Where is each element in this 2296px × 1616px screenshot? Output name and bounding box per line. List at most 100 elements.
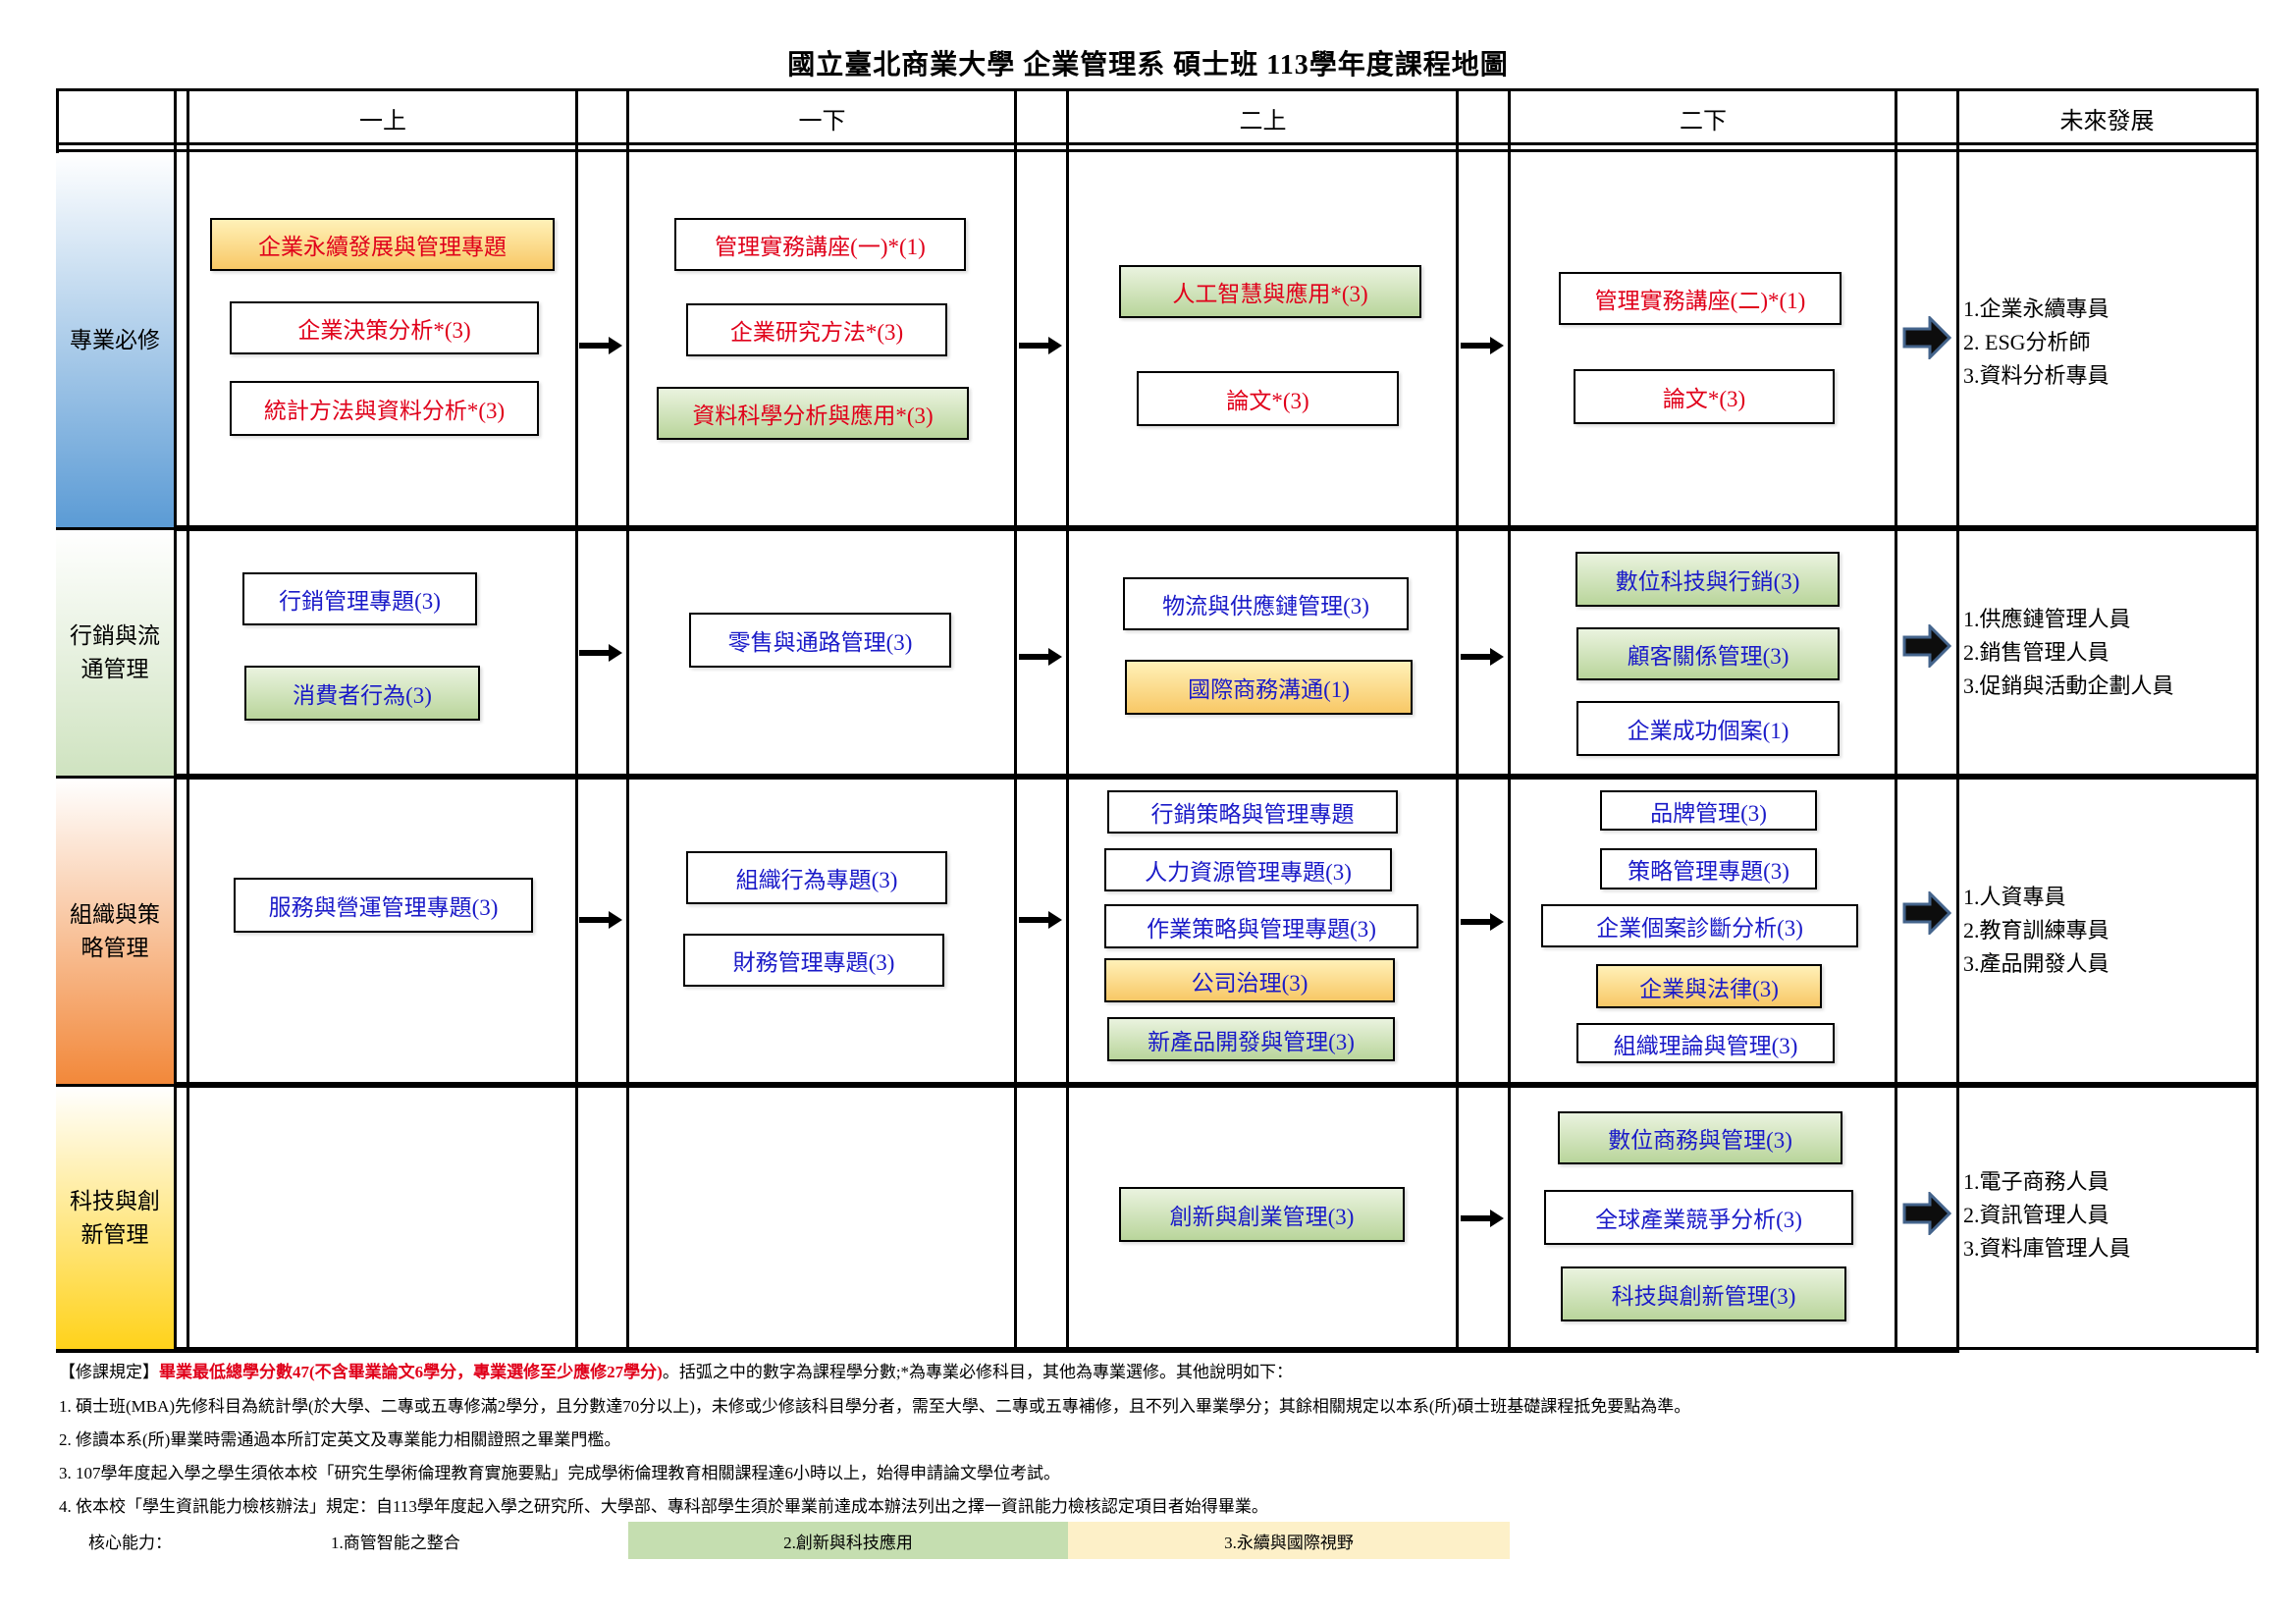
course-box: 管理實務講座(一)*(1) xyxy=(674,218,966,271)
course-box: 人工智慧與應用*(3) xyxy=(1119,265,1421,318)
note-item: 4. 依本校「學生資訊能力檢核辦法」規定：自113學年度起入學之研究所、大學部、… xyxy=(59,1497,1268,1516)
arrow-right-icon xyxy=(1461,1210,1504,1227)
course-box: 品牌管理(3) xyxy=(1600,790,1817,831)
career-arrow-icon xyxy=(1902,891,1951,935)
course-box: 公司治理(3) xyxy=(1104,958,1395,1002)
course-box: 論文*(3) xyxy=(1574,369,1835,424)
grid-line xyxy=(1956,88,1959,1353)
course-box: 科技與創新管理(3) xyxy=(1561,1266,1846,1321)
career-item: 2.教育訓練專員 xyxy=(1963,918,2109,943)
course-box: 企業決策分析*(3) xyxy=(230,301,539,354)
grid-line xyxy=(56,88,2259,91)
column-header-year2-fall: 二上 xyxy=(1239,108,1287,135)
grid-line xyxy=(1456,88,1459,1353)
arrow-right-icon xyxy=(1019,337,1062,354)
arrow-right-icon xyxy=(1461,648,1504,666)
career-item: 1.電子商務人員 xyxy=(1963,1169,2109,1194)
column-header-future: 未來發展 xyxy=(2059,108,2155,135)
note-item: 3. 107學年度起入學之學生須依本校「研究生學術倫理教育實施要點」完成學術倫理… xyxy=(59,1464,1060,1482)
arrow-right-icon xyxy=(579,644,622,662)
career-list: 1.企業永續專員 2. ESG分析師 3.資料分析專員 xyxy=(1963,293,2109,393)
career-item: 3.產品開發人員 xyxy=(1963,951,2109,976)
course-box: 企業成功個案(1) xyxy=(1576,701,1840,756)
grid-line xyxy=(56,774,2259,780)
page-title: 國立臺北商業大學 企業管理系 碩士班 113學年度課程地圖 xyxy=(787,50,1509,81)
grid-line xyxy=(56,149,2259,152)
course-box: 物流與供應鏈管理(3) xyxy=(1123,577,1409,630)
grid-line xyxy=(56,525,2259,531)
column-header-year1-spring: 一下 xyxy=(798,108,846,135)
arrow-right-icon xyxy=(579,337,622,354)
row-label-marketing: 行銷與流通管理 xyxy=(56,530,174,776)
legend-item-sustainability: 3.永續與國際視野 xyxy=(1068,1522,1510,1559)
course-box: 創新與創業管理(3) xyxy=(1119,1187,1405,1242)
career-item: 1.人資專員 xyxy=(1963,885,2066,909)
arrow-right-icon xyxy=(1461,337,1504,354)
row-label-required: 專業必修 xyxy=(56,153,174,527)
course-box: 新產品開發與管理(3) xyxy=(1107,1017,1395,1061)
grid-line xyxy=(56,1082,2259,1088)
course-box: 全球產業競爭分析(3) xyxy=(1544,1190,1853,1245)
course-box: 論文*(3) xyxy=(1137,371,1399,426)
course-box: 資料科學分析與應用*(3) xyxy=(657,387,969,440)
career-item: 2. ESG分析師 xyxy=(1963,330,2091,354)
course-box: 顧客關係管理(3) xyxy=(1576,627,1840,680)
arrow-right-icon xyxy=(579,911,622,929)
row-label-technology: 科技與創新管理 xyxy=(56,1087,174,1349)
grid-line xyxy=(1014,88,1017,1353)
rule-highlight: 畢業最低總學分數47(不含畢業論文6學分，專業選修至少應修27學分) xyxy=(159,1363,663,1381)
career-item: 1.供應鏈管理人員 xyxy=(1963,607,2131,631)
grid-line xyxy=(575,88,578,1353)
course-box: 國際商務溝通(1) xyxy=(1125,660,1413,715)
course-box: 企業永續發展與管理專題 xyxy=(210,218,555,271)
course-box: 企業與法律(3) xyxy=(1596,964,1822,1008)
career-item: 3.資料分析專員 xyxy=(1963,363,2109,388)
grid-line xyxy=(56,1347,1958,1353)
grid-line xyxy=(1508,88,1511,1353)
column-header-year1-fall: 一上 xyxy=(359,108,406,135)
arrow-right-icon xyxy=(1019,911,1062,929)
course-box: 作業策略與管理專題(3) xyxy=(1104,904,1418,948)
career-item: 1.企業永續專員 xyxy=(1963,296,2109,321)
course-box: 統計方法與資料分析*(3) xyxy=(230,381,539,436)
career-list: 1.人資專員 2.教育訓練專員 3.產品開發人員 xyxy=(1963,881,2109,981)
row-label-strategy: 組織與策略管理 xyxy=(56,779,174,1084)
grid-line xyxy=(174,88,177,1353)
grid-line xyxy=(1958,1347,2259,1350)
career-arrow-icon xyxy=(1902,1192,1951,1235)
course-box: 企業研究方法*(3) xyxy=(686,303,947,356)
legend-item-business: 1.商管智能之整合 xyxy=(331,1533,460,1552)
grid-line xyxy=(56,142,2259,145)
note-item: 1. 碩士班(MBA)先修科目為統計學(於大學、二專或五專修滿2學分，且分數達7… xyxy=(59,1397,1691,1416)
arrow-right-icon xyxy=(1019,648,1062,666)
rule-prefix: 【修課規定】 xyxy=(59,1363,159,1381)
career-arrow-icon xyxy=(1902,316,1951,359)
rule-suffix: 。括弧之中的數字為課程學分數;*為專業必修科目，其他為專業選修。其他說明如下： xyxy=(662,1363,1294,1381)
course-box: 數位科技與行銷(3) xyxy=(1575,552,1840,607)
course-box: 組織行為專題(3) xyxy=(686,851,947,904)
course-box: 企業個案診斷分析(3) xyxy=(1541,904,1858,947)
course-box: 人力資源管理專題(3) xyxy=(1104,848,1392,891)
course-box: 策略管理專題(3) xyxy=(1600,848,1817,889)
career-item: 2.資訊管理人員 xyxy=(1963,1203,2109,1227)
note-item: 2. 修讀本系(所)畢業時需通過本所訂定英文及專業能力相關證照之畢業門檻。 xyxy=(59,1430,621,1449)
course-box: 數位商務與管理(3) xyxy=(1558,1111,1842,1164)
course-box: 行銷管理專題(3) xyxy=(242,572,477,625)
grid-line xyxy=(187,88,189,1353)
arrow-right-icon xyxy=(1461,913,1504,931)
career-item: 3.促銷與活動企劃人員 xyxy=(1963,673,2174,698)
grid-line xyxy=(1066,88,1069,1353)
course-box: 組織理論與管理(3) xyxy=(1576,1023,1835,1063)
grid-line xyxy=(1895,88,1897,1353)
course-box: 管理實務講座(二)*(1) xyxy=(1559,272,1842,325)
course-box: 服務與營運管理專題(3) xyxy=(234,878,533,933)
grid-line xyxy=(2256,88,2259,1353)
graduation-rule: 【修課規定】畢業最低總學分數47(不含畢業論文6學分，專業選修至少應修27學分)… xyxy=(59,1358,1293,1382)
course-box: 消費者行為(3) xyxy=(244,666,480,721)
legend-item-innovation: 2.創新與科技應用 xyxy=(628,1522,1068,1559)
column-header-year2-spring: 二下 xyxy=(1680,108,1727,135)
legend-label: 核心能力： xyxy=(88,1533,172,1552)
course-box: 零售與通路管理(3) xyxy=(689,613,951,668)
